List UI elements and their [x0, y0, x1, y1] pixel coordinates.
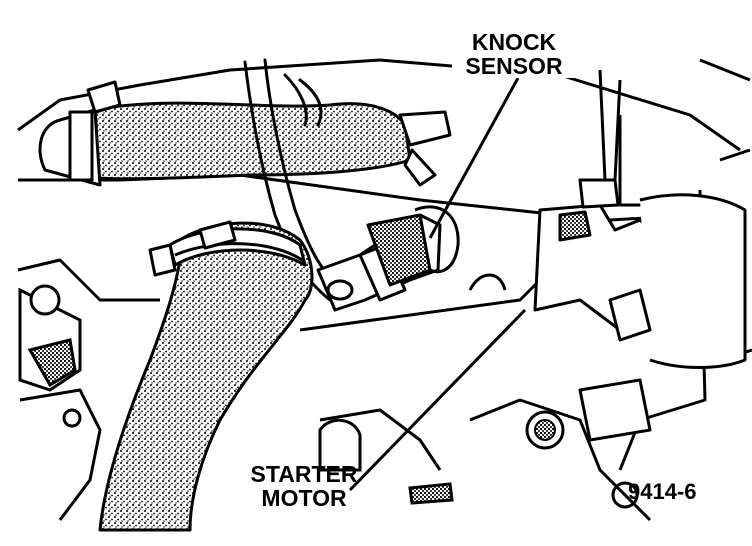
bolt-hole — [525, 410, 639, 509]
knock-sensor-label: KNOCK SENSOR — [452, 30, 576, 78]
starter-motor-label: STARTER MOTOR — [246, 462, 362, 510]
starter-motor-label-line2: MOTOR — [261, 485, 347, 511]
upper-hose — [38, 80, 452, 187]
knock-sensor-leader — [428, 77, 520, 239]
starter-motor-leader — [348, 308, 527, 492]
starter-motor-label-line1: STARTER — [250, 461, 358, 487]
knock-sensor-label-line2: SENSOR — [465, 53, 563, 79]
figure-number: 9414-6 — [628, 479, 697, 504]
lower-hose — [98, 220, 314, 532]
lower-details — [318, 273, 507, 505]
knock-sensor — [316, 205, 460, 312]
knock-sensor-label-line1: KNOCK — [471, 29, 557, 55]
leader-lines — [348, 77, 527, 492]
left-boss — [18, 284, 82, 428]
right-bracket — [533, 69, 747, 442]
